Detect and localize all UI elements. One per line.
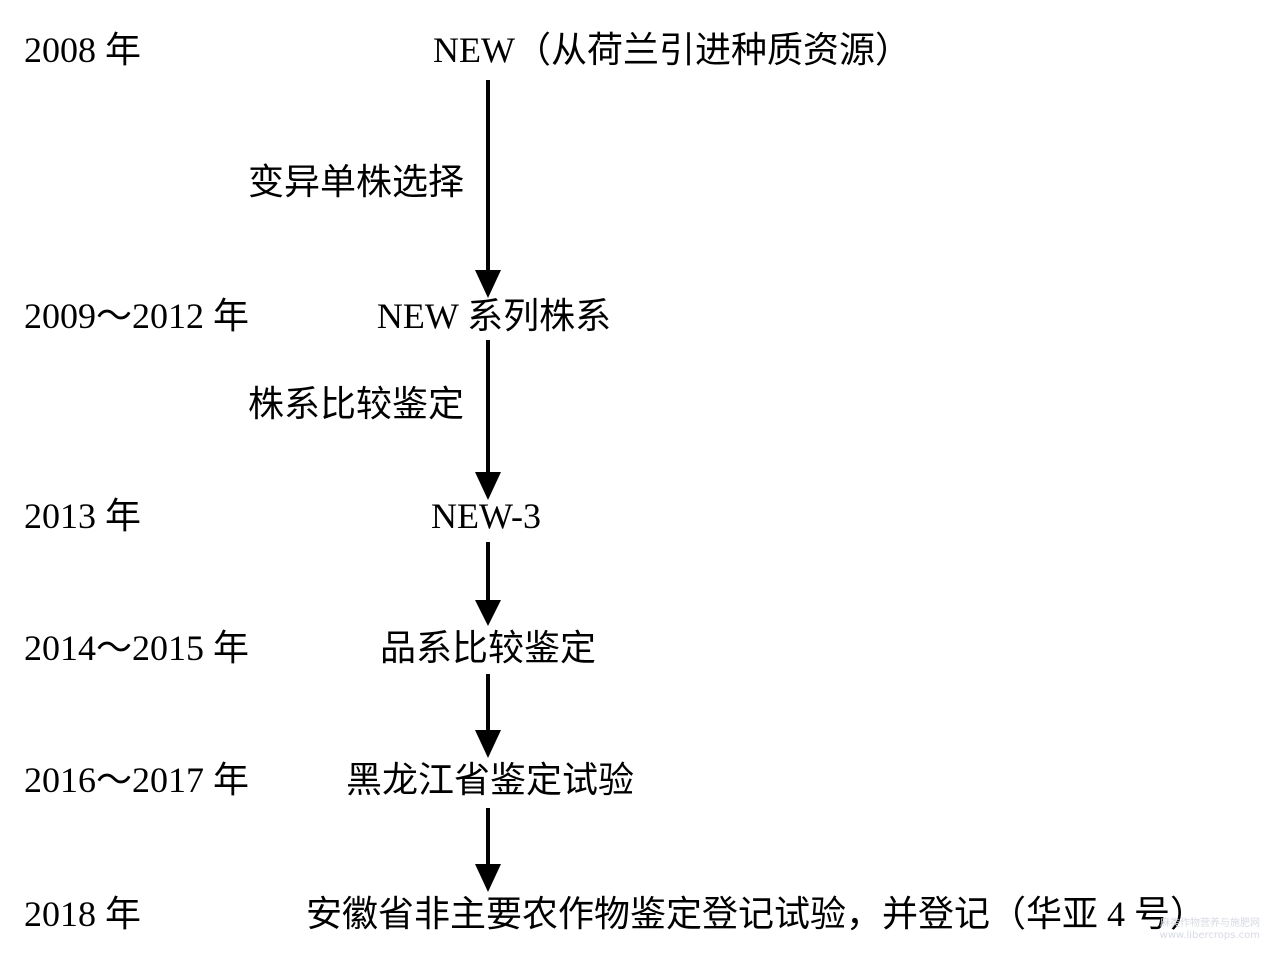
stage-new-lines: NEW 系列株系 [376,296,612,336]
stage-anhui-registration: 安徽省非主要农作物鉴定登记试验，并登记（华亚 4 号） [305,894,1207,934]
arrow-3 [475,542,501,626]
method-line-comparison: 株系比较鉴定 [248,384,465,424]
stage-new-introduced: NEW（从荷兰引进种质资源） [433,30,911,70]
stage-new-3: NEW-3 [431,496,541,536]
arrow-5 [475,808,501,892]
year-2018: 2018 年 [24,894,142,934]
year-2016-2017: 2016～2017 年 [24,760,250,800]
watermark-line-2: www.libercrops.com [1159,930,1260,941]
arrow-4 [475,674,501,758]
method-variant-selection: 变异单株选择 [248,162,465,202]
year-2013: 2013 年 [24,496,142,536]
year-2009-2012: 2009～2012 年 [24,296,250,336]
arrow-1 [475,80,501,298]
arrow-2 [475,340,501,500]
watermark: 麻类作物营养与施肥网 www.libercrops.com [1160,918,1260,942]
stage-heilongjiang-trial: 黑龙江省鉴定试验 [345,760,635,800]
watermark-line-1: 麻类作物营养与施肥网 [1160,918,1260,929]
year-2014-2015: 2014～2015 年 [24,628,250,668]
stage-strain-comparison: 品系比较鉴定 [379,628,597,668]
year-2008: 2008 年 [24,30,142,70]
